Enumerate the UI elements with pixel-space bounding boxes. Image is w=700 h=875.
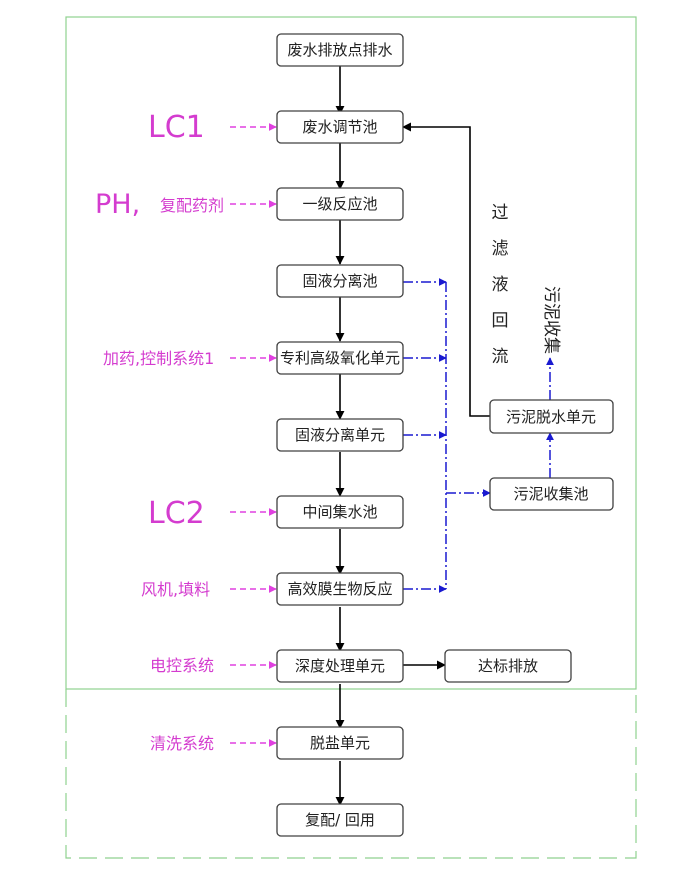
main-flow-arrows [335,66,490,806]
box-label: 废水调节池 [302,118,377,136]
filtrate-return-char: 液 [492,275,509,295]
side-box-sludge-dewatering: 污泥脱水单元 [489,399,614,434]
process-box-solid-liquid-separation-tank: 固液分离池 [276,264,404,298]
box-label: 一级反应池 [302,195,377,213]
sludge-lines [403,278,554,593]
sludge-collect-label: 污泥收集 [541,286,561,354]
input-label-electric: 电控系统 [150,656,214,675]
process-box-advanced-treatment: 深度处理单元 [276,649,404,683]
input-label-reagent: 复配药剂 [160,196,224,215]
optional-section-frame [65,689,637,859]
box-label: 达标排放 [478,657,538,675]
box-label: 固液分离池 [302,272,377,290]
input-label-cleaning: 清洗系统 [150,734,214,753]
box-label: 深度处理单元 [295,657,385,675]
process-box-discharge-point: 废水排放点排水 [276,33,404,67]
input-arrows [230,123,277,747]
box-label: 专利高级氧化单元 [280,349,400,367]
box-label: 中间集水池 [302,503,377,521]
process-box-equalization-tank: 废水调节池 [276,110,404,144]
filtrate-return-char: 滤 [492,239,509,259]
box-label: 脱盐单元 [310,734,370,752]
box-label: 污泥脱水单元 [506,408,596,426]
box-label: 复配/ 回用 [305,811,375,829]
box-label: 固液分离单元 [295,426,385,444]
box-label: 废水排放点排水 [287,41,392,59]
filtrate-return-char: 流 [492,347,509,367]
side-box-sludge-collection: 污泥收集池 [489,477,614,511]
filtrate-return-char: 过 [492,203,509,223]
process-box-mbr: 高效膜生物反应 [276,572,404,606]
process-box-primary-reaction: 一级反应池 [276,187,404,221]
input-label-dosing: 加药,控制系统1 [103,349,214,368]
filtrate-return-line [402,122,490,417]
process-box-advanced-oxidation: 专利高级氧化单元 [276,341,404,375]
input-label-fan: 风机,填料 [141,580,210,599]
input-label-lc2: LC2 [148,496,205,531]
box-label: 高效膜生物反应 [287,580,392,598]
process-box-solid-liquid-separation-unit: 固液分离单元 [276,418,404,452]
process-box-reuse: 复配/ 回用 [276,803,404,837]
filtrate-return-char: 回 [492,311,509,331]
input-label-lc1: LC1 [148,110,205,145]
system-boundary-frame [65,16,637,690]
process-box-intermediate-sump: 中间集水池 [276,495,404,529]
process-box-desalination: 脱盐单元 [276,726,404,760]
input-label-ph: PH, [95,189,140,220]
box-label: 污泥收集池 [513,485,588,503]
side-box-discharge: 达标排放 [444,649,572,683]
